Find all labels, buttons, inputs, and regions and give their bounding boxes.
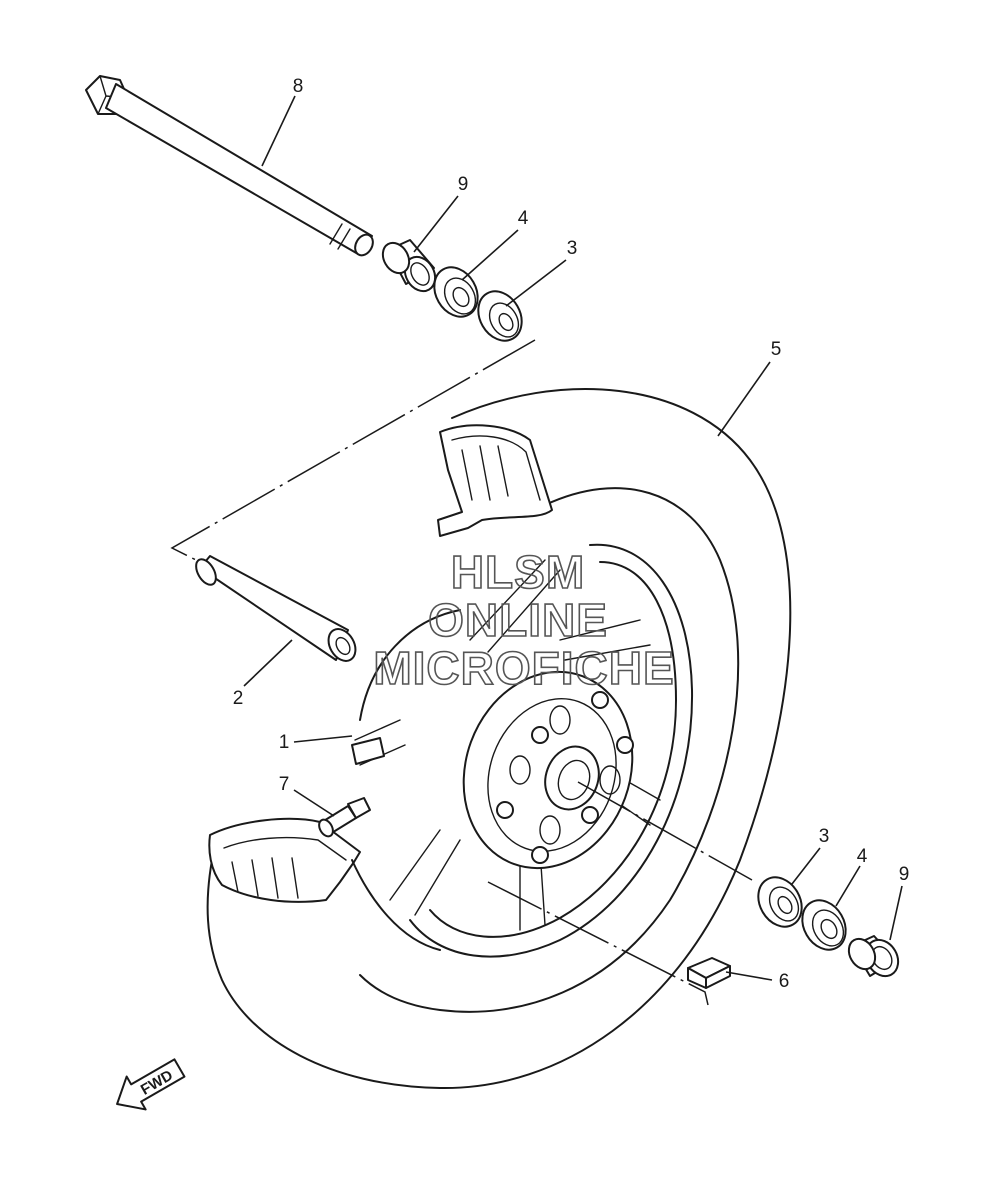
bearing-4-upper [433, 266, 479, 318]
callout-3-upper: 3 [567, 238, 578, 259]
collar-lower [847, 935, 900, 978]
axis-line-upper [170, 339, 536, 563]
leader-lines [243, 95, 903, 981]
wheel-spacer [195, 555, 357, 662]
callout-9-upper: 9 [458, 174, 469, 195]
collar-upper [381, 239, 437, 293]
bearing-3-upper [477, 290, 523, 342]
watermark-line-3: MICROFICHE [373, 642, 674, 694]
callout-8: 8 [293, 76, 304, 97]
bearing-3-lower [757, 876, 803, 928]
weight-line [487, 881, 709, 1006]
cast-wheel [351, 543, 694, 958]
callout-4-lower: 4 [857, 846, 868, 867]
callout-5: 5 [771, 339, 782, 360]
callout-3-lower: 3 [819, 826, 830, 847]
balance-weight [687, 957, 731, 989]
front-axle [85, 75, 374, 257]
tire-valve [318, 797, 371, 838]
watermark-line-1: HLSM [451, 546, 585, 598]
tire [206, 388, 792, 1090]
axis-line-lower [577, 781, 753, 881]
callout-4-upper: 4 [518, 208, 529, 229]
callout-9-lower: 9 [899, 864, 910, 885]
watermark-line-2: ONLINE [428, 594, 608, 646]
callout-2: 2 [233, 688, 244, 709]
callout-6: 6 [779, 971, 790, 992]
callout-7: 7 [279, 774, 290, 795]
forward-direction-arrow: FWD [116, 1058, 186, 1111]
callout-1: 1 [279, 732, 290, 753]
bearing-4-lower [801, 899, 847, 951]
